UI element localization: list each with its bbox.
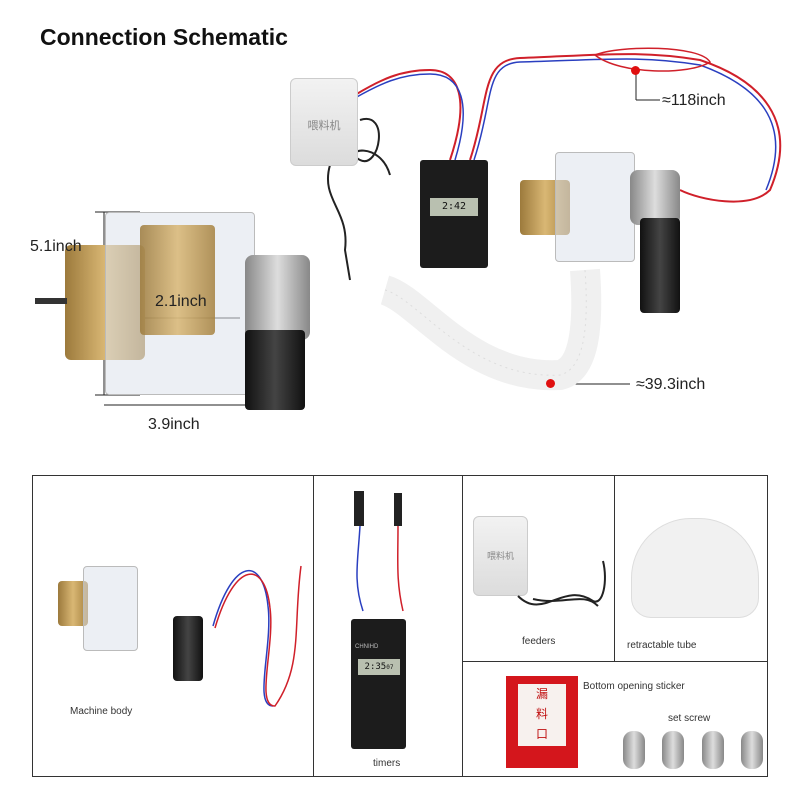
sticker-char-2: 料 <box>535 707 548 721</box>
timer-image-display: 2:3507 <box>358 659 400 675</box>
feeder-cable <box>517 560 606 607</box>
sticker-char-1: 漏 <box>535 687 548 701</box>
machine-body-motor <box>173 616 203 681</box>
page-title: Connection Schematic <box>40 24 288 50</box>
timer-wires <box>354 491 404 612</box>
set-screw-caption: set screw <box>668 713 711 724</box>
shaft <box>35 298 67 304</box>
height-dimension: 5.1inch <box>30 238 82 255</box>
machine-body-wire <box>212 565 302 707</box>
timer-seconds: 07 <box>386 664 394 671</box>
gearbox <box>245 255 310 340</box>
machine-body-hopper <box>83 566 138 651</box>
feeder-image: 喂料机 <box>473 516 528 596</box>
sticker-image: 漏 料 口 <box>506 676 578 768</box>
clear-hopper-right <box>555 152 635 262</box>
machine-body-caption: Machine body <box>70 706 133 717</box>
feed-drum <box>140 225 215 335</box>
components-grid: Machine body CHNIHD 2:3507 timers 喂料机 fe… <box>32 475 768 777</box>
sticker-caption: Bottom opening sticker <box>583 681 685 692</box>
cable-length: ≈118inch <box>662 92 726 109</box>
screw <box>623 731 645 769</box>
gearbox-right <box>630 170 680 225</box>
set-screws-image <box>623 731 763 771</box>
screw <box>740 731 763 769</box>
feeder-box: 喂料机 <box>290 78 358 166</box>
screw <box>662 731 685 769</box>
inner-width-dimension: 2.1inch <box>155 293 207 310</box>
timer-image: CHNIHD 2:3507 <box>351 619 406 749</box>
timer-time: 2:35 <box>364 662 387 672</box>
tube-marker <box>546 379 555 388</box>
retractable-tube-caption: retractable tube <box>627 640 697 651</box>
timer-unit: 2:42 <box>420 160 488 268</box>
timers-caption: timers <box>373 758 401 769</box>
timer-display: 2:42 <box>430 198 478 216</box>
timer-brand: CHNIHD <box>355 644 379 650</box>
screw <box>701 731 724 769</box>
feeder-image-label: 喂料机 <box>486 551 514 561</box>
width-dimension: 3.9inch <box>148 416 200 433</box>
drive-motor-right <box>640 218 680 313</box>
feeders-caption: feeders <box>522 636 556 647</box>
cable-marker <box>631 66 640 75</box>
tube-image <box>631 518 759 618</box>
tube-length: ≈39.3inch <box>636 376 706 393</box>
drive-motor <box>245 330 305 410</box>
feeder-label: 喂料机 <box>307 120 341 132</box>
sticker-char-3: 口 <box>535 727 548 741</box>
